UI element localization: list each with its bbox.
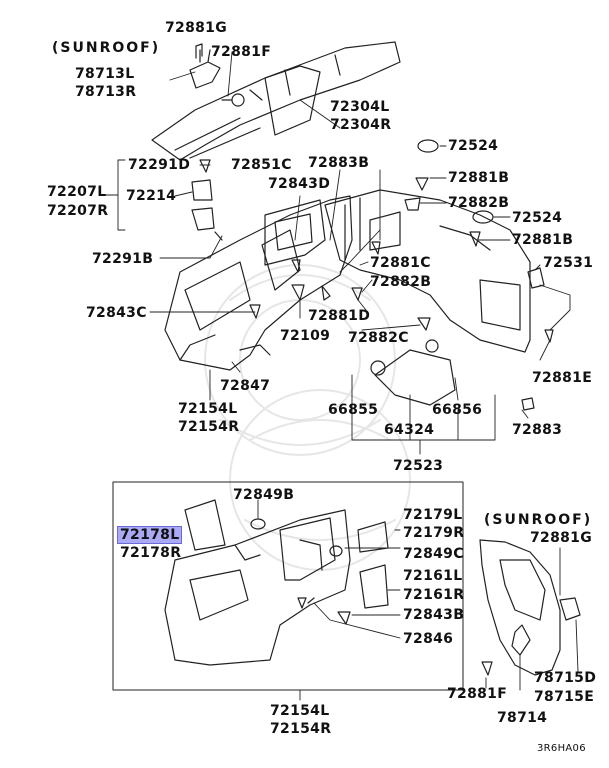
part-label-72846[interactable]: 72846: [403, 631, 454, 647]
part-label-72849C[interactable]: 72849C: [403, 546, 464, 562]
sunroof-note-bottom: (SUNROOF): [484, 512, 593, 528]
part-label-72523[interactable]: 72523: [393, 458, 444, 474]
part-label-72304R[interactable]: 72304R: [330, 117, 392, 133]
part-label-72154R-bottom[interactable]: 72154R: [270, 721, 332, 737]
part-label-72524-top[interactable]: 72524: [448, 138, 499, 154]
part-label-72179R[interactable]: 72179R: [403, 525, 465, 541]
part-label-78713R[interactable]: 78713R: [75, 84, 137, 100]
part-label-72531[interactable]: 72531: [543, 255, 594, 271]
part-label-72881E[interactable]: 72881E: [532, 370, 593, 386]
part-label-72881F-bottom[interactable]: 72881F: [447, 686, 508, 702]
rear-pillar-trim-78714: [479, 539, 581, 676]
part-label-72524-2[interactable]: 72524: [512, 210, 563, 226]
part-label-72882B-2[interactable]: 72882B: [370, 274, 432, 290]
diagram-code: 3R6HA06: [537, 743, 586, 754]
leader-lines-top: [105, 45, 571, 455]
lower-cover-72161: [357, 521, 389, 609]
part-label-64324[interactable]: 64324: [384, 422, 435, 438]
part-label-72207L[interactable]: 72207L: [47, 184, 107, 200]
part-label-72304L[interactable]: 72304L: [330, 99, 390, 115]
part-label-72178L-highlighted[interactable]: 72178L: [117, 526, 183, 544]
part-label-72154L-bottom[interactable]: 72154L: [270, 703, 330, 719]
part-label-72851C[interactable]: 72851C: [231, 157, 292, 173]
part-label-72214[interactable]: 72214: [126, 188, 177, 204]
part-label-72843B[interactable]: 72843B: [403, 607, 465, 623]
rear-side-trim-72304: [324, 189, 531, 353]
part-label-72881D[interactable]: 72881D: [308, 308, 371, 324]
lower-quarter-trim-72154: [164, 499, 351, 666]
part-label-72179L[interactable]: 72179L: [403, 507, 463, 523]
part-label-66855[interactable]: 66855: [328, 402, 379, 418]
part-label-72881B-2[interactable]: 72881B: [512, 232, 574, 248]
part-label-72881F-top[interactable]: 72881F: [211, 44, 272, 60]
part-label-78714[interactable]: 78714: [497, 710, 548, 726]
bottom-frame-box: [112, 481, 464, 691]
part-label-72178R[interactable]: 72178R: [120, 545, 182, 561]
part-label-72291D[interactable]: 72291D: [128, 157, 191, 173]
part-label-72882C[interactable]: 72882C: [348, 330, 409, 346]
part-label-72109[interactable]: 72109: [280, 328, 331, 344]
sunroof-note-top: (SUNROOF): [52, 40, 161, 56]
part-label-72881G-top[interactable]: 72881G: [165, 20, 227, 36]
leader-lines-bottom: [257, 499, 401, 701]
part-label-72882B-1[interactable]: 72882B: [448, 195, 510, 211]
part-label-72154L-top[interactable]: 72154L: [178, 401, 238, 417]
leader-lines-right: [485, 547, 579, 691]
clips-bottom: [250, 518, 351, 625]
part-label-72161R[interactable]: 72161R: [403, 587, 465, 603]
upper-roof-rail-trim: [151, 41, 401, 161]
quarter-trim-panel-72154: [164, 195, 353, 371]
part-label-78715D[interactable]: 78715D: [534, 670, 597, 686]
part-label-72881C[interactable]: 72881C: [370, 255, 431, 271]
part-label-72849B[interactable]: 72849B: [233, 487, 295, 503]
part-label-78713L[interactable]: 78713L: [75, 66, 135, 82]
part-label-72207R[interactable]: 72207R: [47, 203, 109, 219]
part-label-72291B[interactable]: 72291B: [92, 251, 154, 267]
part-label-72847[interactable]: 72847: [220, 378, 271, 394]
side-trim-72851: [264, 199, 326, 266]
part-label-66856[interactable]: 66856: [432, 402, 483, 418]
part-label-72154R-top[interactable]: 72154R: [178, 419, 240, 435]
cover-64324: [374, 349, 456, 406]
part-label-72883B[interactable]: 72883B: [308, 155, 370, 171]
part-label-72843D[interactable]: 72843D: [268, 176, 331, 192]
part-label-72161L[interactable]: 72161L: [403, 568, 463, 584]
part-label-72883[interactable]: 72883: [512, 422, 563, 438]
part-label-78715E[interactable]: 78715E: [534, 689, 595, 705]
part-label-72843C[interactable]: 72843C: [86, 305, 147, 321]
part-label-72881B-1[interactable]: 72881B: [448, 170, 510, 186]
part-label-72881G-bottom[interactable]: 72881G: [530, 530, 592, 546]
